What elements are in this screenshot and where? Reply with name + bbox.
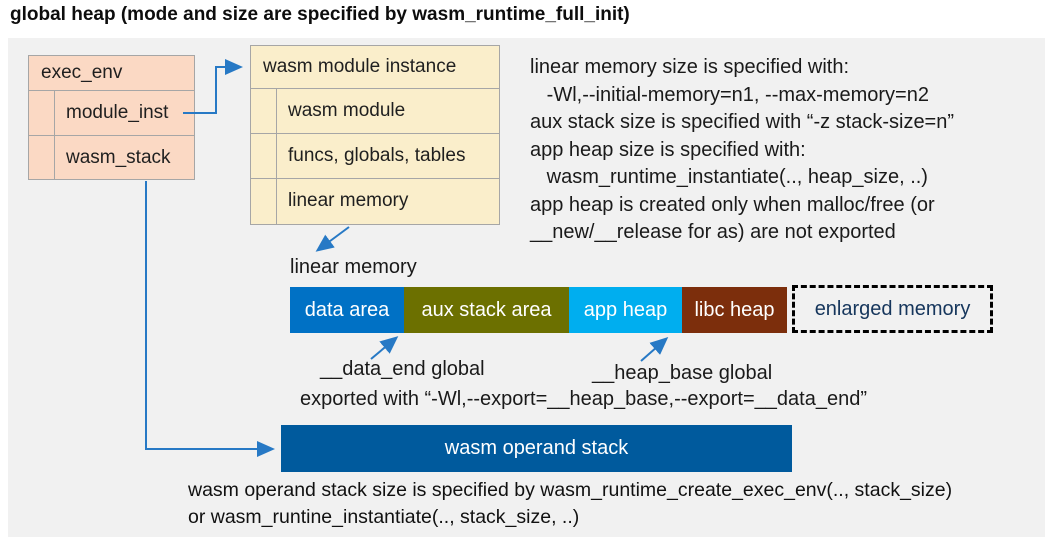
enlarged-memory-label: enlarged memory — [814, 297, 971, 320]
note-line: wasm operand stack size is specified by … — [188, 479, 953, 501]
wasm-operand-stack-bar: wasm operand stack — [281, 425, 792, 472]
module-instance-row-linear-memory: linear memory — [288, 190, 409, 211]
module-instance-indent-line — [276, 89, 277, 224]
wasm-operand-stack-label: wasm operand stack — [444, 437, 629, 459]
segment-data-area: data area — [290, 287, 404, 333]
exec-env-header: exec_env — [29, 56, 194, 91]
note-line: linear memory size is specified with: — [530, 56, 849, 78]
enlarged-memory-box: enlarged memory — [792, 285, 993, 333]
note-line: wasm_runtime_instantiate(.., heap_size, … — [530, 166, 928, 188]
note-line: app heap is created only when malloc/fre… — [530, 193, 935, 216]
segment-libc-heap: libc heap — [682, 287, 787, 333]
exec-env-indent-line — [54, 91, 55, 179]
module-instance-header: wasm module instance — [251, 46, 499, 89]
note-line: or wasm_runtine_instantiate(.., stack_si… — [188, 506, 580, 528]
diagram-title: global heap (mode and size are specified… — [10, 4, 630, 25]
exported-with-label: exported with “-Wl,--export=__heap_base,… — [300, 388, 867, 410]
module-instance-row-funcs-globals-tables: funcs, globals, tables — [251, 134, 499, 179]
data-end-global-label: __data_end global — [320, 358, 485, 380]
linear-memory-bar: data area aux stack area app heap libc h… — [290, 287, 787, 333]
linear-memory-label: linear memory — [290, 256, 417, 278]
module-instance-box: wasm module instance wasm module funcs, … — [250, 45, 500, 225]
module-instance-row-wasm-module: wasm module — [251, 89, 499, 134]
notes-top-right: linear memory size is specified with: -W… — [530, 54, 1040, 247]
note-line: -Wl,--initial-memory=n1, --max-memory=n2 — [530, 83, 929, 106]
segment-app-heap: app heap — [569, 287, 682, 333]
heap-base-global-label: __heap_base global — [592, 362, 773, 384]
note-line: app heap size is specified with: — [530, 138, 806, 161]
notes-bottom: wasm operand stack size is specified by … — [188, 477, 1038, 531]
note-line: __new/__release for as) are not exported — [530, 221, 896, 243]
segment-aux-stack-area: aux stack area — [404, 287, 569, 333]
note-line: aux stack size is specified with “-z sta… — [530, 111, 955, 133]
exec-env-row-module-inst: module_inst — [29, 91, 194, 136]
exec-env-row-wasm-stack: wasm_stack — [66, 147, 171, 168]
exec-env-box: exec_env module_inst wasm_stack — [28, 55, 195, 180]
